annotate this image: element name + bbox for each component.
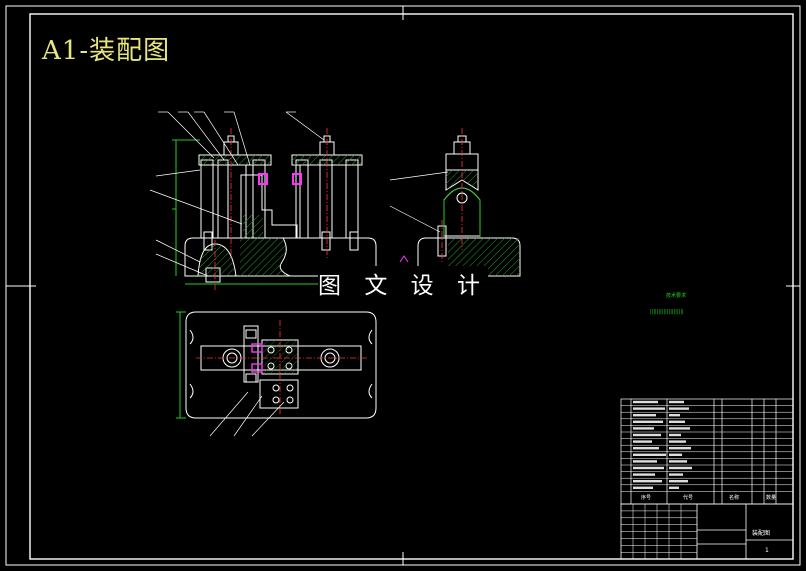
side-view-accent bbox=[399, 255, 409, 263]
centering-marks bbox=[6, 6, 800, 565]
bom-entry-mark bbox=[633, 427, 654, 430]
bom-entry-mark bbox=[669, 473, 683, 476]
top-view-dimensions bbox=[176, 311, 186, 419]
technical-requirements-body: |||||||||||||||||||| bbox=[650, 309, 684, 315]
bom-entry-mark bbox=[633, 440, 652, 443]
front-view-leaders bbox=[149, 111, 325, 277]
bom-entry-mark bbox=[633, 400, 658, 404]
watermark: 图 文 设 计 bbox=[318, 266, 488, 306]
bom-entry-mark bbox=[669, 453, 682, 456]
bom-entry-mark bbox=[633, 447, 659, 450]
bom-entry-mark bbox=[669, 427, 690, 430]
side-view-leaders bbox=[389, 171, 449, 233]
drawing-name: 装配图 bbox=[752, 530, 771, 537]
bom-entry-mark bbox=[669, 466, 692, 470]
bom-entry-mark bbox=[633, 433, 661, 437]
bom-entry-mark bbox=[633, 453, 666, 456]
bom-entry-mark bbox=[633, 480, 662, 483]
front-view-centerlines bbox=[214, 128, 328, 290]
bom-entry-mark bbox=[669, 407, 689, 410]
front-view-hatching bbox=[198, 155, 362, 276]
title-block-grid bbox=[621, 504, 697, 559]
side-view-centerlines bbox=[441, 128, 463, 262]
bom-entry-mark bbox=[633, 486, 653, 489]
bom-entry-mark bbox=[633, 420, 663, 423]
front-view-accent-parts bbox=[258, 173, 302, 185]
sheet-title: A1-装配图 bbox=[42, 36, 171, 66]
bom-entry-mark bbox=[633, 466, 664, 470]
title-block bbox=[620, 503, 794, 560]
bom-entry-mark bbox=[669, 400, 684, 404]
bom-entry-mark bbox=[669, 440, 686, 443]
bom-entry-mark bbox=[669, 433, 681, 437]
bom-entry-mark bbox=[669, 414, 680, 417]
bom-entry-mark bbox=[633, 407, 665, 410]
bom-entry-mark bbox=[669, 447, 691, 450]
bom-header-qty: 数量 bbox=[766, 495, 777, 501]
bom-header-code: 代号 bbox=[683, 495, 694, 501]
side-view-hatching bbox=[446, 170, 520, 276]
top-view-leaders bbox=[209, 391, 285, 437]
bom-entry-mark bbox=[633, 414, 656, 417]
bom-entry-mark bbox=[669, 480, 688, 483]
bom-entry-mark bbox=[633, 473, 655, 476]
bom-entry-mark bbox=[669, 486, 679, 489]
bom-rows bbox=[621, 400, 793, 492]
bom-entry-mark bbox=[669, 420, 685, 423]
bom-entry-mark bbox=[633, 460, 657, 463]
bom-entry-mark bbox=[669, 460, 687, 463]
top-view-accent bbox=[251, 343, 263, 373]
bom-header-no: 序号 bbox=[641, 495, 652, 501]
sheet-number: 1 bbox=[765, 547, 769, 554]
top-view-centerlines bbox=[196, 320, 368, 414]
bom-header-name: 名称 bbox=[729, 495, 740, 501]
technical-requirements-title: 技术要求 bbox=[666, 293, 687, 299]
